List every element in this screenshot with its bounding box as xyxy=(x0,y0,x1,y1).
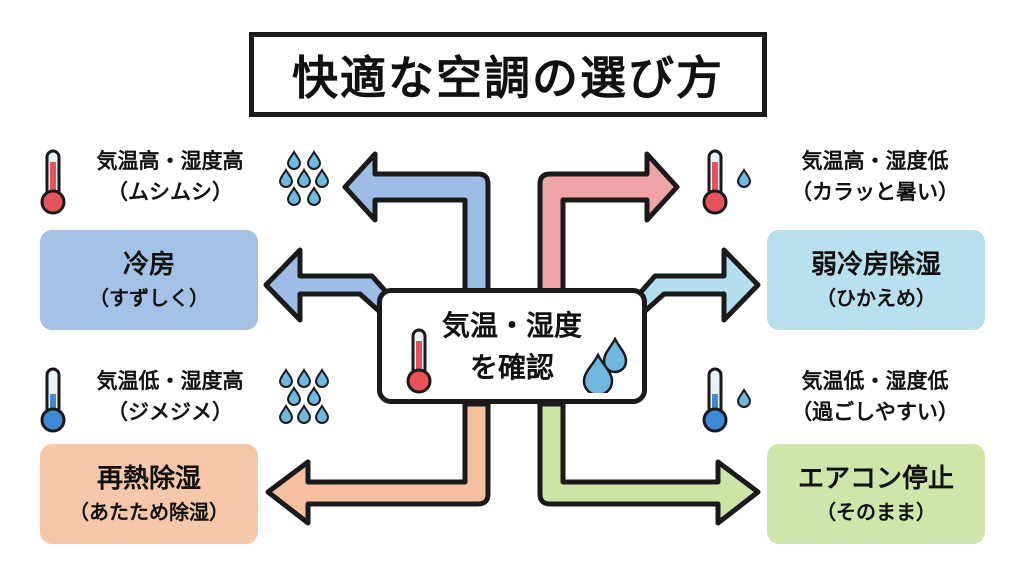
thermometer-cold-icon xyxy=(40,367,66,433)
condition-bottom-right: 気温低・湿度低 （過ごしやすい） xyxy=(770,366,980,428)
water-drop-icon xyxy=(736,168,752,188)
condition-label: 気温高・湿度高 xyxy=(96,149,244,173)
action-sublabel: （あたため除湿） xyxy=(69,500,229,524)
condition-label: 気温高・湿度低 xyxy=(801,149,949,173)
action-label: エアコン停止 xyxy=(797,464,954,494)
arrow-bottom-left xyxy=(265,401,491,526)
condition-feeling: （ムシムシ） xyxy=(107,180,233,204)
condition-feeling: （カラッと暑い） xyxy=(791,180,959,204)
arrow-top-left xyxy=(342,151,491,295)
water-drop-icon xyxy=(314,168,330,188)
water-drop-icon xyxy=(278,168,294,188)
action-label: 弱冷房除湿 xyxy=(810,250,941,280)
thermometer-cold-icon xyxy=(702,367,728,433)
condition-top-left: 気温高・湿度高 （ムシムシ） xyxy=(70,146,270,208)
water-drop-icon xyxy=(278,404,294,424)
water-drop-icon xyxy=(296,368,312,388)
title-text: 快適な空調の選び方 xyxy=(292,50,724,105)
water-drop-icon xyxy=(736,168,752,188)
center-check-box: 気温・湿度 を確認 xyxy=(377,288,647,404)
water-drop-icon xyxy=(286,186,302,206)
water-drop-icon xyxy=(296,168,312,188)
page-title: 快適な空調の選び方 xyxy=(249,32,767,117)
action-sublabel: （ひかえめ） xyxy=(816,286,936,310)
arrow-bottom-right xyxy=(537,401,761,526)
condition-feeling: （過ごしやすい） xyxy=(791,400,959,424)
thermometer-hot-icon xyxy=(406,328,432,394)
condition-label: 気温低・湿度高 xyxy=(96,369,244,393)
water-drops-icon xyxy=(582,337,628,393)
water-drop-icon xyxy=(286,386,302,406)
water-drop-icon xyxy=(736,388,752,408)
water-drop-icon xyxy=(306,150,322,170)
action-box-reheat-dehumidify: 再熱除湿 （あたため除湿） xyxy=(40,444,258,544)
thermometer-hot-icon xyxy=(40,149,66,215)
action-box-cooling: 冷房 （すずしく） xyxy=(40,230,258,330)
arrow-top-right xyxy=(537,151,680,295)
action-box-weak-cooling-dehumidify: 弱冷房除湿 （ひかえめ） xyxy=(767,230,985,330)
water-drops-icon xyxy=(278,150,330,206)
water-drop-icon xyxy=(278,368,294,388)
thermometer-hot-icon xyxy=(702,149,728,215)
action-sublabel: （そのまま） xyxy=(816,500,936,524)
condition-label: 気温低・湿度低 xyxy=(801,369,949,393)
condition-feeling: （ジメジメ） xyxy=(107,400,233,424)
arrow-middle-right xyxy=(629,247,761,323)
water-drop-icon xyxy=(314,368,330,388)
condition-top-right: 気温高・湿度低 （カラッと暑い） xyxy=(770,146,980,208)
center-line2: を確認 xyxy=(469,351,554,384)
center-line1: 気温・湿度 xyxy=(441,309,582,342)
action-box-ac-off: エアコン停止 （そのまま） xyxy=(767,444,985,544)
water-drops-icon xyxy=(278,368,330,424)
action-label: 再熱除湿 xyxy=(96,464,201,494)
center-label: 気温・湿度 を確認 xyxy=(382,305,642,389)
arrow-middle-left xyxy=(263,247,398,323)
water-drop-icon xyxy=(286,150,302,170)
water-drop-icon xyxy=(296,404,312,424)
water-drop-icon xyxy=(736,388,752,408)
water-drop-icon xyxy=(314,404,330,424)
action-sublabel: （すずしく） xyxy=(89,286,209,310)
condition-bottom-left: 気温低・湿度高 （ジメジメ） xyxy=(70,366,270,428)
water-drop-icon xyxy=(306,386,322,406)
action-label: 冷房 xyxy=(122,250,175,280)
water-drop-icon xyxy=(306,186,322,206)
